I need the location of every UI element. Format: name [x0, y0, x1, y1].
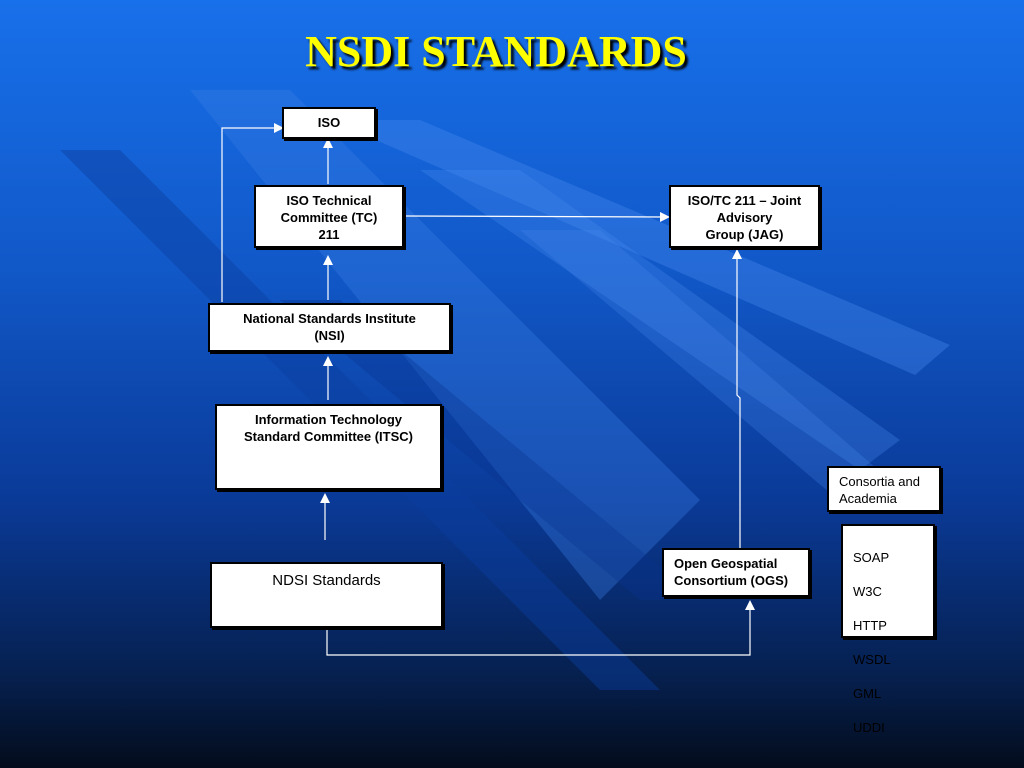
- node-jag: ISO/TC 211 – Joint Advisory Group (JAG): [669, 185, 820, 248]
- standards-list-item: HTTP: [853, 618, 887, 633]
- node-ogs: Open Geospatial Consortium (OGS): [662, 548, 810, 597]
- standards-list-item: GML: [853, 686, 882, 701]
- standards-list-item: UDDI: [853, 720, 885, 735]
- node-iso-tc211: ISO Technical Committee (TC) 211: [254, 185, 404, 248]
- node-itsc: Information Technology Standard Committe…: [215, 404, 442, 490]
- node-consortia-academia: Consortia and Academia: [827, 466, 941, 512]
- standards-list-item: WSDL: [853, 652, 891, 667]
- standards-list-item: SOAP: [853, 550, 890, 565]
- page-title: NSDI STANDARDS: [305, 27, 687, 76]
- connector-ndsi-to-ogs: [326, 600, 755, 656]
- connector-nsi-to-iso: [221, 123, 284, 302]
- node-ndsi-standards: NDSI Standards: [210, 562, 443, 628]
- standards-list-item: W3C: [853, 584, 882, 599]
- connector-ogs-to-jag: [732, 249, 742, 548]
- node-iso: ISO: [282, 107, 376, 139]
- connector-tc211-to-jag: [404, 211, 670, 222]
- node-nsi: National Standards Institute (NSI): [208, 303, 451, 352]
- standards-list: SOAP W3C HTTP WSDL GML UDDI: [841, 524, 935, 735]
